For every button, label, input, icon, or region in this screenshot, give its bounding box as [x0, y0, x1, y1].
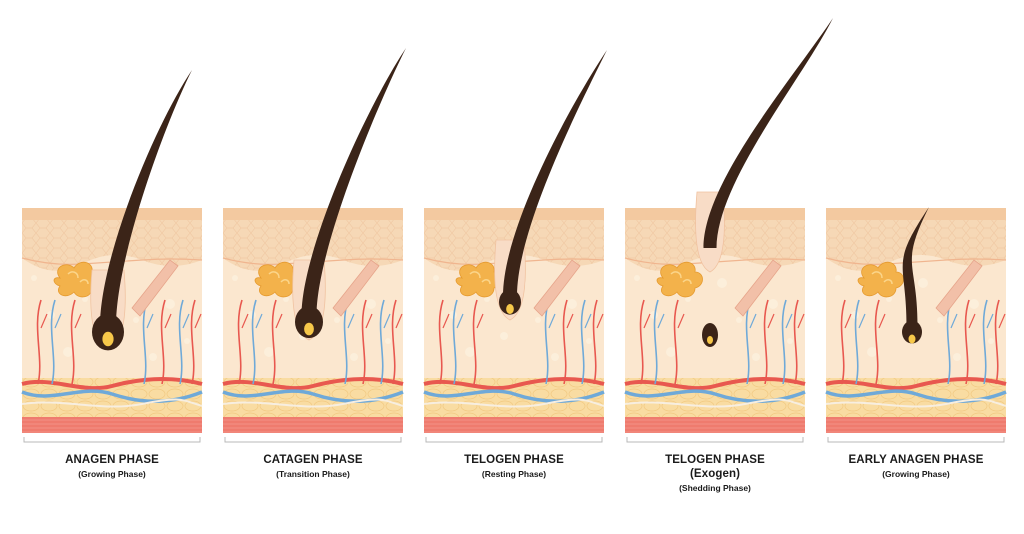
- phase-subtitle: (Transition Phase): [276, 469, 350, 479]
- new-hair-bulb: [702, 323, 718, 347]
- muscle-layer: [625, 417, 805, 433]
- capillary: [982, 299, 988, 385]
- capillary: [452, 299, 458, 385]
- arrector-pili-muscle: [131, 259, 179, 317]
- capillary: [160, 299, 166, 385]
- artery-horizontal: [423, 376, 605, 391]
- skin-panel-early-anagen: [825, 207, 1007, 443]
- muscle-layer: [22, 417, 202, 433]
- dermal-papilla: [908, 334, 916, 344]
- capillary: [36, 299, 42, 385]
- hair-bulb: [902, 320, 922, 344]
- hair-shaft: [100, 70, 192, 326]
- muscle-layer: [424, 417, 604, 433]
- capillary: [592, 299, 598, 385]
- arrector-pili-muscle: [533, 259, 581, 317]
- hair-bulb: [295, 305, 323, 339]
- capillary: [994, 299, 1000, 385]
- dermal-papilla: [102, 331, 114, 347]
- phase-subtitle: (Growing Phase): [78, 469, 146, 479]
- arrector-pili-muscle: [734, 259, 782, 317]
- arrector-pili-muscle: [935, 259, 983, 317]
- skin-panel-exogen: [624, 18, 833, 443]
- capillary: [190, 299, 196, 385]
- hair-shaft: [902, 207, 929, 326]
- phase-caption-telogen: TELOGEN PHASE (Resting Phase): [414, 453, 614, 480]
- hair-bulb: [499, 289, 521, 315]
- dermal-papilla: [506, 304, 514, 314]
- capillary: [653, 299, 659, 385]
- phase-subtitle: (Shedding Phase): [679, 483, 751, 493]
- phase-subtitle: (Growing Phase): [882, 469, 950, 479]
- muscle-layer: [223, 417, 403, 433]
- phase-title: EARLY ANAGEN PHASE: [848, 454, 984, 466]
- panel-bracket: [827, 437, 1005, 443]
- artery-horizontal: [222, 376, 404, 391]
- panel-bracket: [425, 437, 603, 443]
- capillary: [781, 299, 787, 385]
- capillary: [580, 299, 586, 385]
- arrector-pili-muscle: [332, 259, 380, 317]
- phase-title: TELOGEN PHASE: [665, 454, 765, 466]
- phase-caption-exogen: TELOGEN PHASE (Exogen) (Shedding Phase): [615, 453, 815, 494]
- phase-caption-anagen: ANAGEN PHASE (Growing Phase): [12, 453, 212, 480]
- sebaceous-gland: [656, 261, 703, 298]
- capillary: [793, 299, 799, 385]
- capillary: [673, 299, 679, 385]
- capillary: [472, 299, 478, 385]
- capillary: [251, 299, 257, 385]
- dermal-papilla: [304, 322, 314, 336]
- phase-caption-early-anagen: EARLY ANAGEN PHASE (Growing Phase): [816, 453, 1016, 480]
- capillary: [763, 299, 769, 385]
- capillary: [178, 299, 184, 385]
- capillary: [639, 299, 645, 385]
- capillary: [271, 299, 277, 385]
- skin-panel-telogen: [423, 50, 607, 443]
- capillary: [391, 299, 397, 385]
- capillary: [379, 299, 385, 385]
- artery-horizontal: [624, 376, 806, 391]
- capillary: [361, 299, 367, 385]
- phase-caption-catagen: CATAGEN PHASE (Transition Phase): [213, 453, 413, 480]
- capillary: [562, 299, 568, 385]
- capillary: [50, 299, 56, 385]
- dermal-papilla: [707, 336, 713, 344]
- capillary: [964, 299, 970, 385]
- hair-shaft: [301, 48, 406, 316]
- skin-panel-catagen: [222, 48, 406, 443]
- stratum-corneum: [223, 208, 403, 220]
- capillary: [840, 299, 846, 385]
- phase-title: CATAGEN PHASE: [263, 454, 363, 466]
- stratum-corneum: [22, 208, 202, 220]
- phase-subtitle: (Resting Phase): [481, 469, 547, 479]
- sebaceous-gland: [455, 261, 502, 298]
- stratum-corneum: [826, 208, 1006, 220]
- capillary: [237, 299, 243, 385]
- phase-title: TELOGEN PHASE: [464, 454, 564, 466]
- panel-bracket: [626, 437, 804, 443]
- skin-panel-anagen: [21, 70, 203, 443]
- artery-horizontal: [21, 376, 203, 391]
- capillary: [438, 299, 444, 385]
- phase-title: ANAGEN PHASE: [65, 454, 159, 466]
- capillary: [854, 299, 860, 385]
- panel-bracket: [224, 437, 402, 443]
- capillary: [70, 299, 76, 385]
- muscle-layer: [826, 417, 1006, 433]
- phase-title-line2: (Exogen): [690, 468, 740, 480]
- artery-horizontal: [825, 376, 1007, 391]
- stratum-corneum: [424, 208, 604, 220]
- hair-shaft: [703, 18, 833, 248]
- sebaceous-gland: [857, 261, 904, 298]
- capillary: [874, 299, 880, 385]
- panel-bracket: [23, 437, 201, 443]
- hair-shaft: [503, 50, 607, 296]
